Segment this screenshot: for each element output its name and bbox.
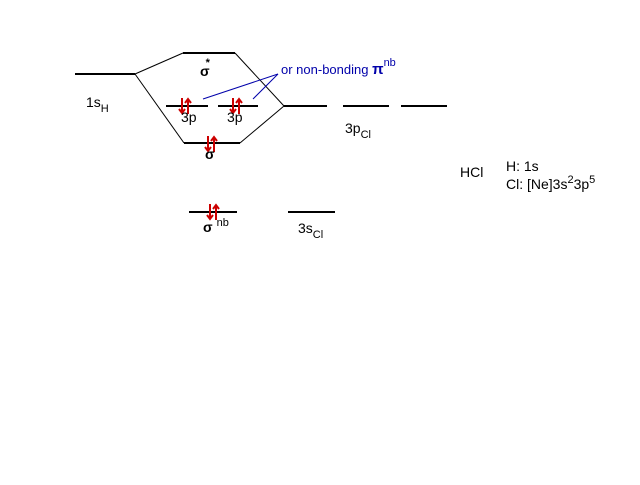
note-pointer-right [252,73,279,100]
note-pointer-left [202,73,279,100]
h-config: H: 1s [506,158,539,174]
arrow-up-icon [184,97,192,114]
corr-sigma-to-cl [239,105,285,144]
cl-3s-label: 3sCl [298,220,323,241]
arrow-down-icon [204,136,212,153]
nonbonding-note: or non-bonding πnb [281,57,396,78]
molecule-label: HCl [460,164,483,180]
arrow-up-icon [210,135,218,152]
cl-3p-label: 3pCl [345,120,371,141]
electron-pair-p-right [229,97,243,115]
arrow-down-icon [178,98,186,115]
corr-h-to-sigma [134,73,185,144]
corr-sigma-star-to-cl [234,52,285,107]
cl-config: Cl: [Ne]3s23p5 [506,174,595,192]
arrow-down-icon [206,204,214,221]
arrow-up-icon [235,97,243,114]
p-left-label: 3p [181,109,197,125]
arrow-down-icon [229,98,237,115]
h-1s-label: 1sH [86,94,109,115]
corr-h-to-sigma-star [134,52,184,75]
sigma-label: σ [205,146,215,162]
electron-pair-sigma-nb [206,203,220,221]
electron-pair-sigma [204,135,218,153]
p-right-label: 3p [227,109,243,125]
electron-pair-p-left [178,97,192,115]
sigma-star-label: σ* [200,57,211,79]
arrow-up-icon [212,203,220,220]
